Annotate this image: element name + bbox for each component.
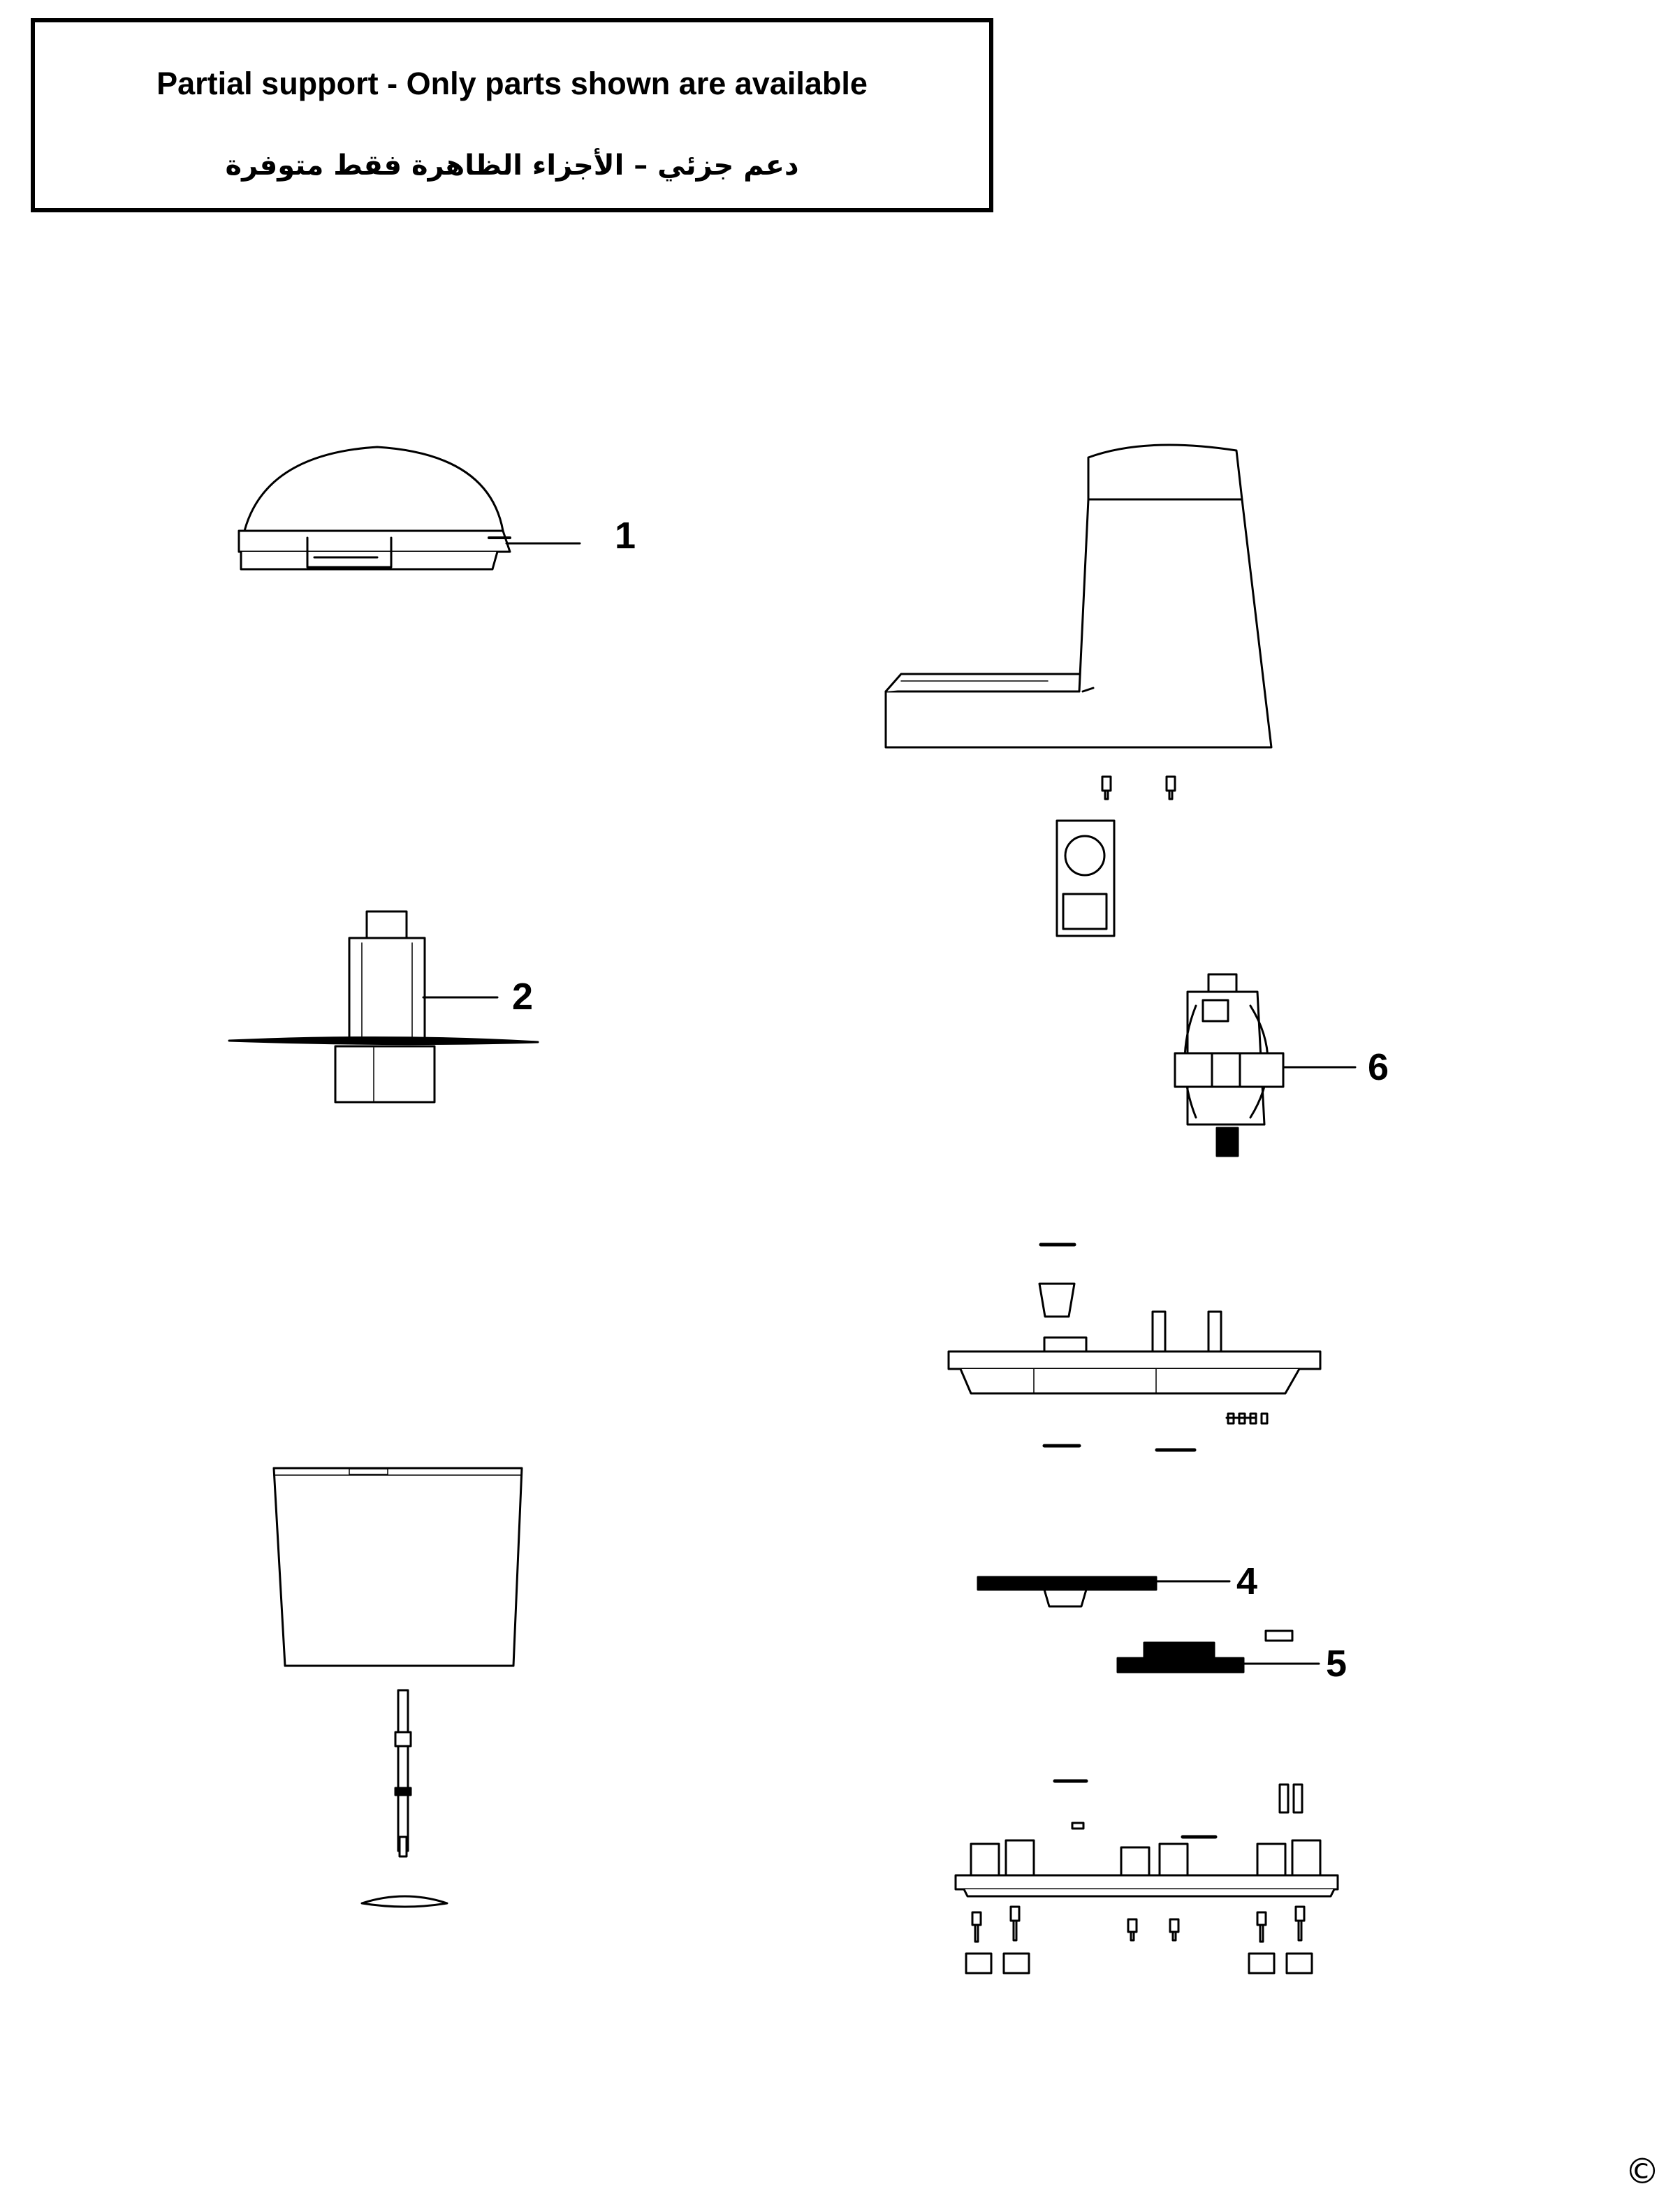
shaft-part — [394, 1689, 412, 1858]
callout-label-5: 5 — [1326, 1643, 1347, 1685]
notice-arabic: دعم جزئي – الأجزاء الظاهرة فقط متوفرة — [225, 149, 799, 182]
gear-housing-part — [947, 1243, 1322, 1452]
callout-label-2: 2 — [512, 976, 533, 1018]
availability-notice: Partial support - Only parts shown are a… — [31, 18, 993, 212]
small-gear-part — [1116, 1629, 1294, 1673]
callout-label-1: 1 — [615, 515, 636, 557]
blade-part — [228, 910, 539, 1104]
base-plate-part — [954, 1779, 1339, 1898]
bowl-part — [272, 1467, 523, 1667]
lid-part — [238, 446, 511, 571]
switch-part — [1056, 819, 1116, 937]
callout-label-4: 4 — [1236, 1560, 1257, 1602]
base-feet — [965, 1952, 1313, 1974]
base-disc-part — [360, 1895, 448, 1908]
motor-part — [1174, 973, 1285, 1157]
notice-english: Partial support - Only parts shown are a… — [156, 66, 868, 101]
motor-housing-part — [884, 444, 1273, 749]
copyright-mark: © — [1625, 2151, 1660, 2192]
base-screws — [971, 1905, 1306, 1943]
housing-screws — [1101, 775, 1176, 800]
large-gear-part — [977, 1576, 1157, 1608]
callout-label-6: 6 — [1368, 1046, 1389, 1088]
